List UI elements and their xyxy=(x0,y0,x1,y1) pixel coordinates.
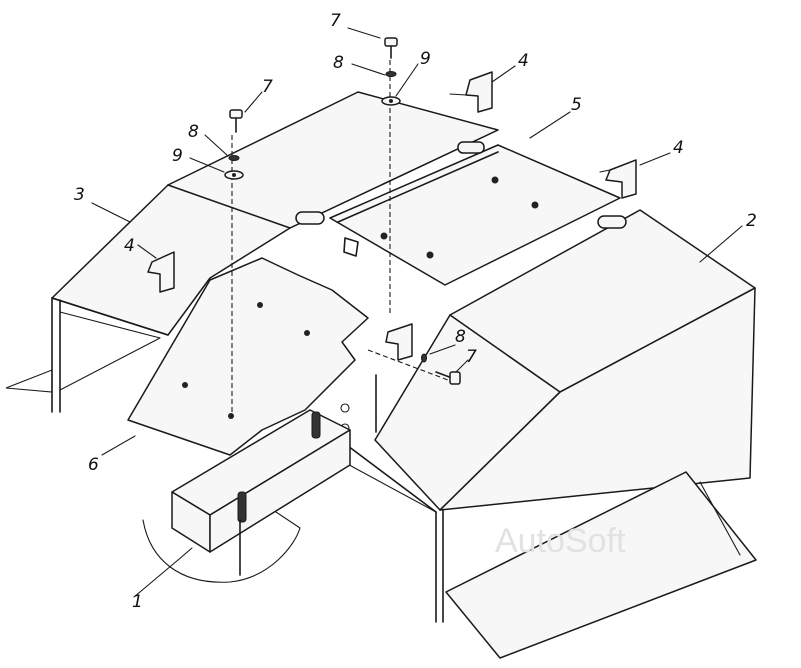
box-beam-part-1 xyxy=(142,409,351,583)
callout-4-top: 4 xyxy=(518,51,529,71)
callout-7-top: 7 xyxy=(330,11,341,31)
watermark: AutoSoft xyxy=(495,522,626,560)
callout-7-right: 7 xyxy=(466,347,477,367)
callout-2: 2 xyxy=(746,211,757,231)
tilted-panel-part-6 xyxy=(127,257,369,456)
callout-8-right: 8 xyxy=(455,327,466,347)
callout-3: 3 xyxy=(74,185,85,205)
fasteners-7-8-9 xyxy=(224,37,461,418)
top-plate-part-5 xyxy=(329,141,621,286)
callout-5: 5 xyxy=(571,95,582,115)
callout-4-left: 4 xyxy=(124,236,135,256)
right-cover-part-2 xyxy=(339,209,757,659)
callout-6: 6 xyxy=(88,455,99,475)
callout-4-right: 4 xyxy=(673,138,684,158)
callout-8-top: 8 xyxy=(333,53,344,73)
callout-9-left: 9 xyxy=(172,146,183,166)
callout-7-left: 7 xyxy=(262,77,273,97)
callout-1: 1 xyxy=(132,592,143,612)
callout-numbers: 1 2 3 4 4 4 5 6 7 7 7 8 8 8 9 9 xyxy=(74,11,757,612)
leader-lines xyxy=(91,27,743,598)
callout-9-top: 9 xyxy=(420,49,431,69)
callout-8-left: 8 xyxy=(188,122,199,142)
brackets-part-4 xyxy=(147,71,637,361)
